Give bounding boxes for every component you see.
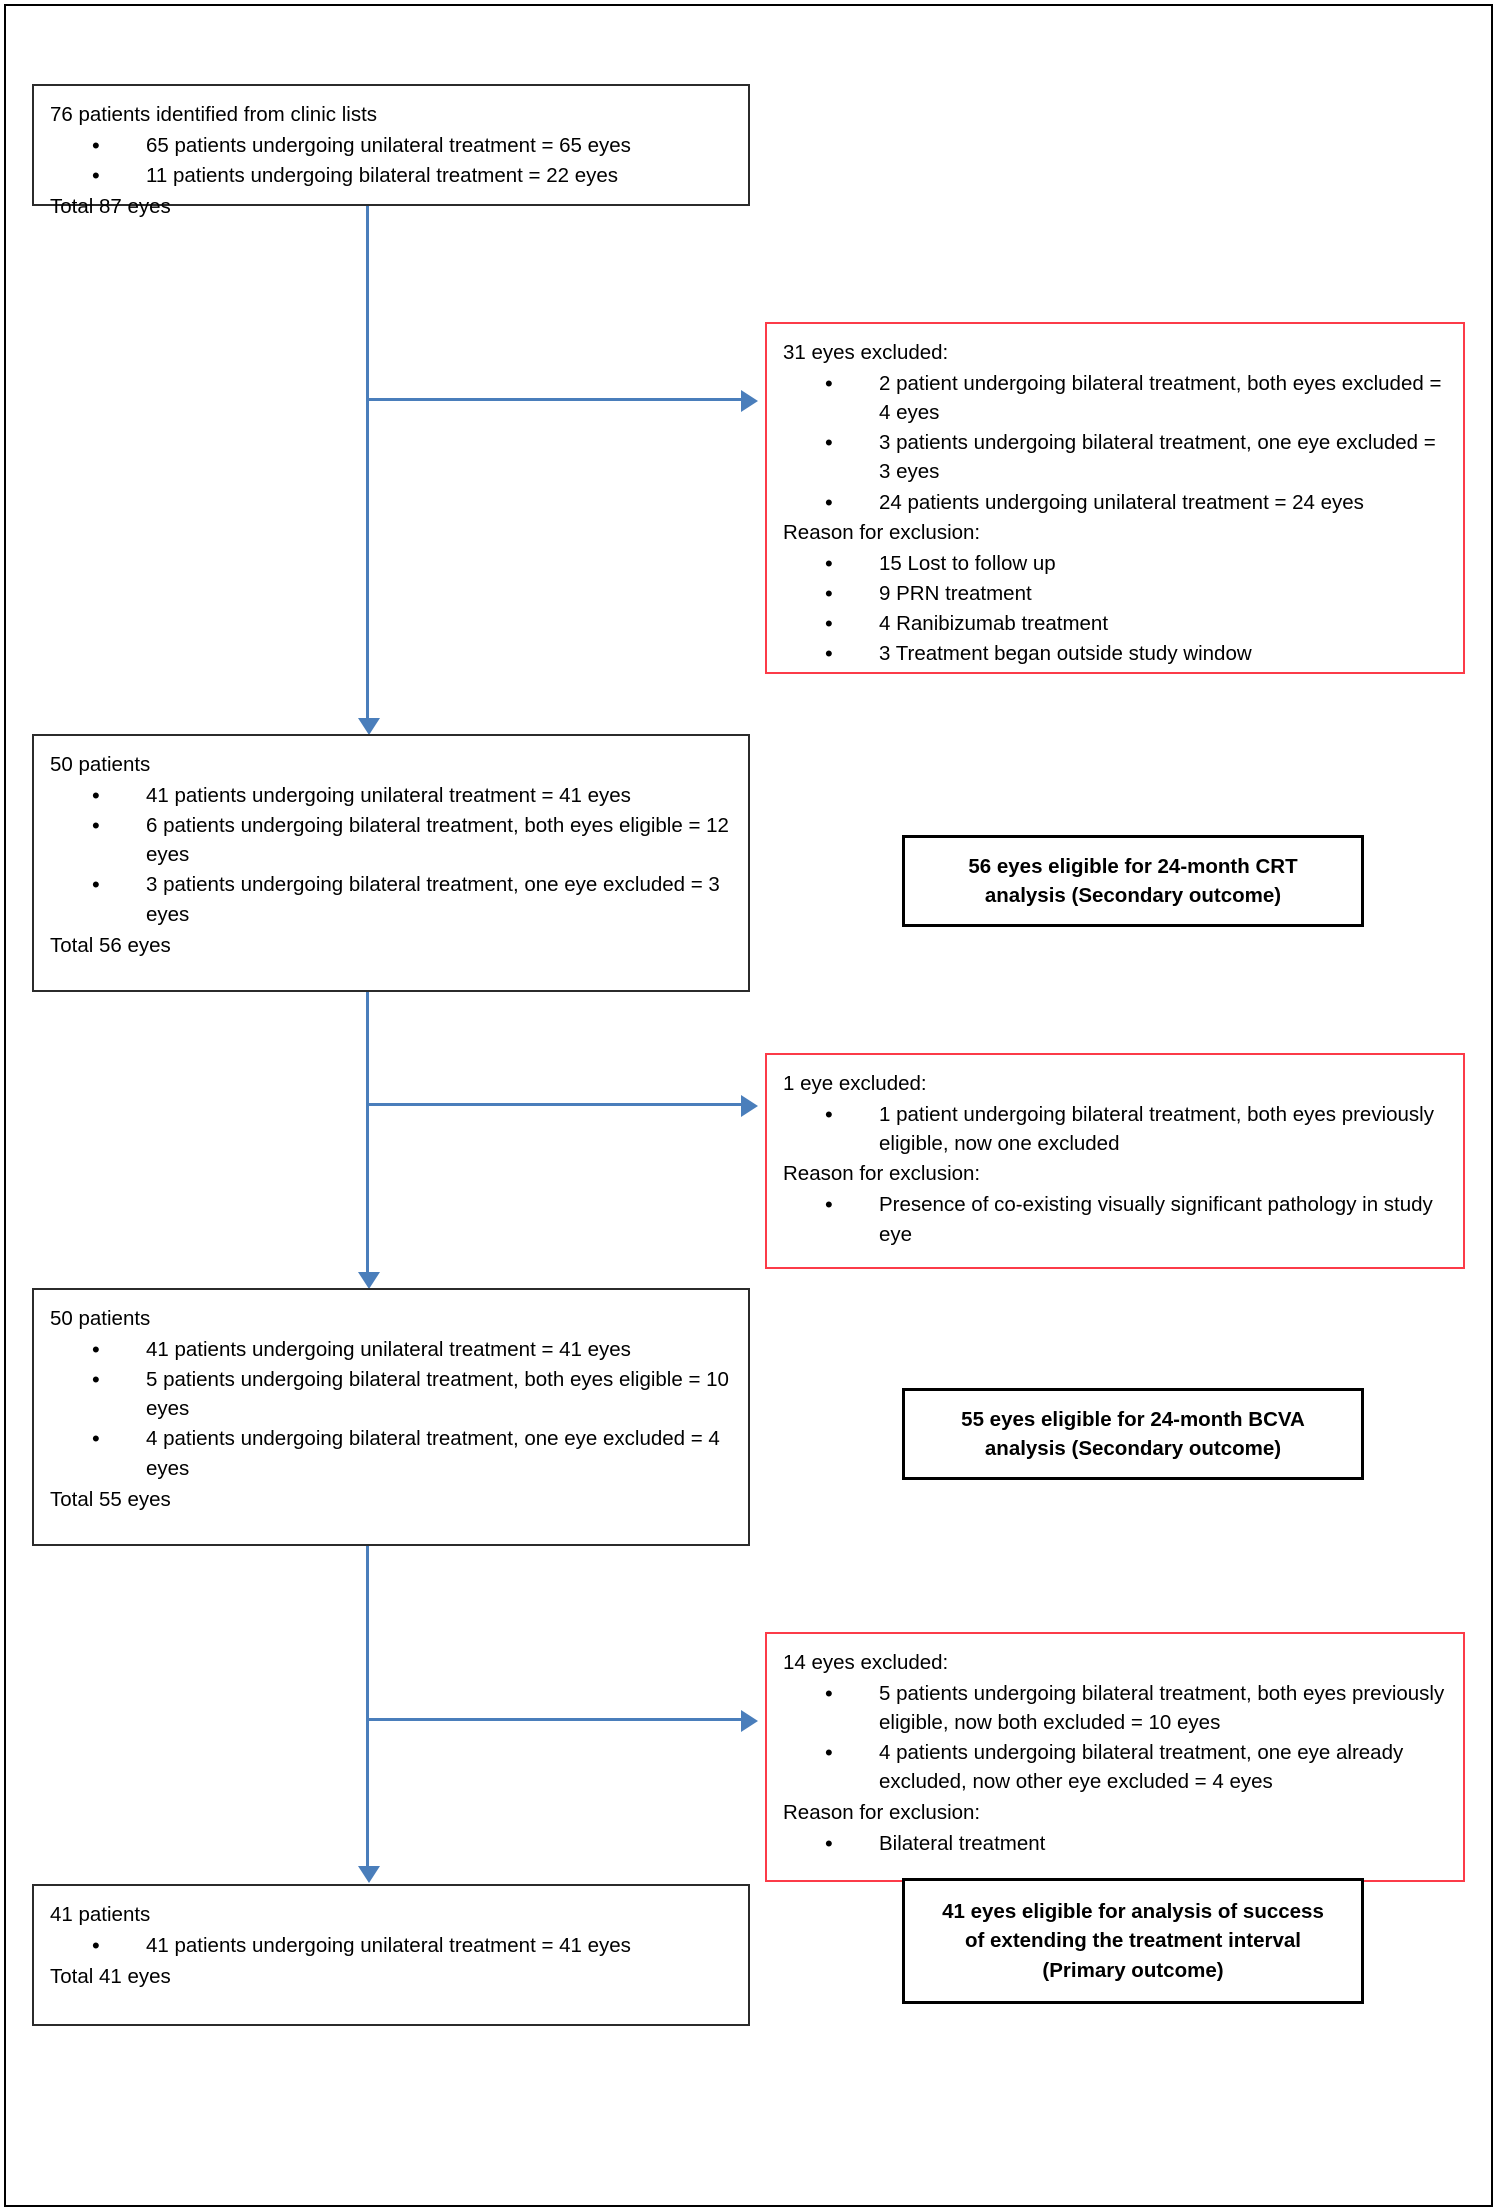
list-item: 4 patients undergoing bilateral treatmen…: [50, 1423, 732, 1482]
list-item: 3 patients undergoing bilateral treatmen…: [50, 869, 732, 928]
node-patients-41-head: 41 patients: [50, 1903, 151, 1926]
node-excluded-31-reason-head: Reason for exclusion:: [783, 520, 981, 544]
list-item: 4 patients undergoing bilateral treatmen…: [783, 1737, 1447, 1796]
outcome-bcva-line2: analysis (Secondary outcome): [984, 1437, 1282, 1460]
node-patients-55-head: 50 patients: [50, 1307, 151, 1330]
node-identified-foot: Total 87 eyes: [50, 195, 171, 219]
node-patients-56-head: 50 patients: [50, 753, 151, 776]
list-item: 1 patient undergoing bilateral treatment…: [783, 1099, 1447, 1158]
list-item: 41 patients undergoing unilateral treatm…: [50, 1334, 732, 1365]
outcome-box-primary: 41 eyes eligible for analysis of success…: [902, 1878, 1364, 2004]
list-item: 5 patients undergoing bilateral treatmen…: [783, 1678, 1447, 1737]
list-item: 6 patients undergoing bilateral treatmen…: [50, 810, 732, 869]
node-excluded-14-reasons: Bilateral treatment: [783, 1828, 1447, 1859]
connector-line-56-to-55: [366, 992, 369, 1274]
node-excluded-1-reason-head: Reason for exclusion:: [783, 1162, 981, 1186]
node-patients-41-bullets: 41 patients undergoing unilateral treatm…: [50, 1930, 732, 1961]
connector-line-55-to-41: [366, 1546, 369, 1868]
node-identified-bullets: 65 patients undergoing unilateral treatm…: [50, 130, 732, 191]
outcome-crt-line1: 56 eyes eligible for 24-month CRT: [968, 854, 1298, 878]
outcome-box-bcva: 55 eyes eligible for 24-month BCVA analy…: [902, 1388, 1364, 1480]
node-identified: 76 patients identified from clinic lists…: [32, 84, 750, 218]
arrow-down-to-41: [358, 1866, 380, 1883]
node-patients-55: 50 patients 41 patients undergoing unila…: [32, 1288, 750, 1546]
list-item: 3 Treatment began outside study window: [783, 638, 1447, 669]
arrow-down-to-55: [358, 1272, 380, 1289]
node-excluded-31-bullets: 2 patient undergoing bilateral treatment…: [783, 368, 1447, 518]
node-excluded-31-reasons: 15 Lost to follow up 9 PRN treatment 4 R…: [783, 548, 1447, 670]
list-item: 2 patient undergoing bilateral treatment…: [783, 368, 1447, 427]
list-item: 15 Lost to follow up: [783, 548, 1447, 579]
list-item: 65 patients undergoing unilateral treatm…: [50, 130, 732, 161]
node-patients-56-bullets: 41 patients undergoing unilateral treatm…: [50, 780, 732, 929]
node-excluded-14: 14 eyes excluded: 5 patients undergoing …: [765, 1632, 1465, 1882]
list-item: Bilateral treatment: [783, 1828, 1447, 1859]
outcome-bcva-line1: 55 eyes eligible for 24-month BCVA: [961, 1407, 1305, 1431]
list-item: 41 patients undergoing unilateral treatm…: [50, 780, 732, 811]
figure-border: [4, 4, 1493, 2207]
node-patients-56-foot: Total 56 eyes: [50, 933, 171, 957]
node-excluded-1-bullets: 1 patient undergoing bilateral treatment…: [783, 1099, 1447, 1158]
node-excluded-14-bullets: 5 patients undergoing bilateral treatmen…: [783, 1678, 1447, 1796]
connector-line-to-excluded-1: [366, 1103, 743, 1106]
node-excluded-14-reason-head: Reason for exclusion:: [783, 1800, 981, 1824]
node-patients-41-foot: Total 41 eyes: [50, 1965, 171, 1989]
node-patients-56: 50 patients 41 patients undergoing unila…: [32, 734, 750, 992]
connector-line-to-excluded-14: [366, 1718, 743, 1721]
connector-line-to-excluded-31: [366, 398, 743, 401]
list-item: 24 patients undergoing unilateral treatm…: [783, 487, 1447, 518]
arrow-right-to-excluded-1: [741, 1095, 758, 1117]
node-patients-55-bullets: 41 patients undergoing unilateral treatm…: [50, 1334, 732, 1483]
arrow-right-to-excluded-14: [741, 1710, 758, 1732]
node-patients-55-foot: Total 55 eyes: [50, 1487, 171, 1511]
node-excluded-31: 31 eyes excluded: 2 patient undergoing b…: [765, 322, 1465, 674]
outcome-crt-line2: analysis (Secondary outcome): [984, 884, 1282, 907]
list-item: 41 patients undergoing unilateral treatm…: [50, 1930, 732, 1961]
arrow-down-to-56: [358, 718, 380, 735]
arrow-right-to-excluded-31: [741, 390, 758, 412]
list-item: 5 patients undergoing bilateral treatmen…: [50, 1364, 732, 1423]
list-item: 4 Ranibizumab treatment: [783, 608, 1447, 639]
node-excluded-1-reasons: Presence of co-existing visually signifi…: [783, 1189, 1447, 1248]
list-item: 3 patients undergoing bilateral treatmen…: [783, 427, 1447, 486]
node-patients-41: 41 patients 41 patients undergoing unila…: [32, 1884, 750, 2026]
list-item: 9 PRN treatment: [783, 578, 1447, 609]
list-item: Presence of co-existing visually signifi…: [783, 1189, 1447, 1248]
node-identified-head: 76 patients identified from clinic lists: [50, 103, 378, 126]
outcome-primary-line3: (Primary outcome): [1042, 1958, 1224, 1982]
node-excluded-1: 1 eye excluded: 1 patient undergoing bil…: [765, 1053, 1465, 1269]
outcome-box-crt: 56 eyes eligible for 24-month CRT analys…: [902, 835, 1364, 927]
node-excluded-14-head: 14 eyes excluded:: [783, 1651, 949, 1674]
outcome-primary-line1: 41 eyes eligible for analysis of success: [942, 1900, 1324, 1924]
outcome-primary-line2: of extending the treatment interval: [964, 1929, 1301, 1953]
node-excluded-31-head: 31 eyes excluded:: [783, 341, 949, 364]
list-item: 11 patients undergoing bilateral treatme…: [50, 160, 732, 191]
node-excluded-1-head: 1 eye excluded:: [783, 1072, 927, 1095]
connector-line-identified-to-56: [366, 206, 369, 720]
